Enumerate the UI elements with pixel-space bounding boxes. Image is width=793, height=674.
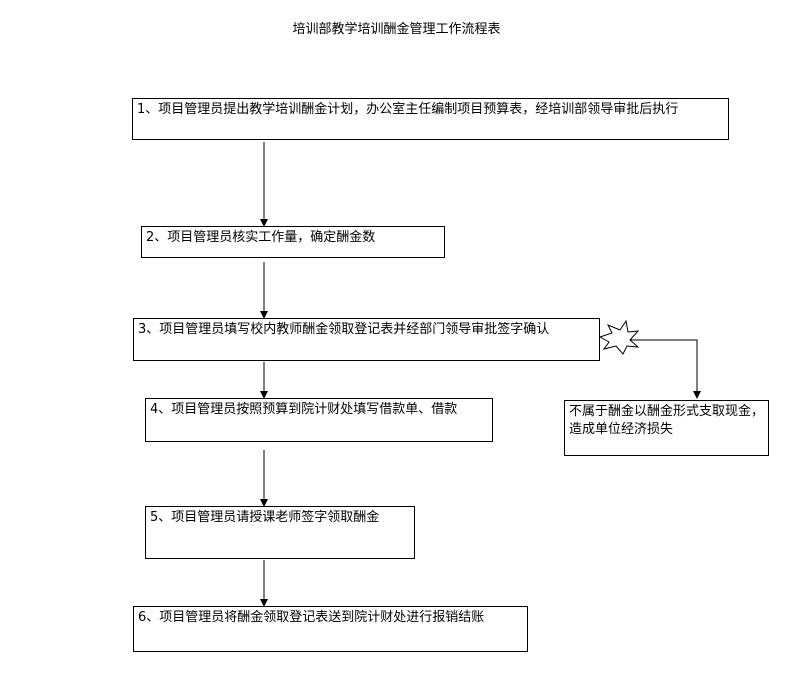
warning-burst-icon <box>598 319 640 355</box>
step-1-text: 1、项目管理员提出教学培训酬金计划，办公室主任编制项目预算表，经培训部领导审批后… <box>137 102 679 117</box>
step-4-box: 4、项目管理员按照预算到院计财处填写借款单、借款 <box>145 398 493 442</box>
step-4-text: 4、项目管理员按照预算到院计财处填写借款单、借款 <box>150 402 458 417</box>
page-title: 培训部教学培训酬金管理工作流程表 <box>292 22 501 37</box>
warning-box: 不属于酬金以酬金形式支取现金，造成单位经济损失 <box>564 400 769 456</box>
step-2-text: 2、项目管理员核实工作量，确定酬金数 <box>146 230 376 245</box>
warning-text: 不属于酬金以酬金形式支取现金，造成单位经济损失 <box>569 404 765 437</box>
arrow-3-to-warning <box>630 339 701 399</box>
step-5-text: 5、项目管理员请授课老师签字领取酬金 <box>150 510 380 525</box>
step-5-box: 5、项目管理员请授课老师签字领取酬金 <box>145 506 415 559</box>
step-1-box: 1、项目管理员提出教学培训酬金计划，办公室主任编制项目预算表，经培训部领导审批后… <box>132 98 729 140</box>
step-6-text: 6、项目管理员将酬金领取登记表送到院计财处进行报销结账 <box>138 610 485 625</box>
step-2-box: 2、项目管理员核实工作量，确定酬金数 <box>141 226 445 258</box>
step-3-box: 3、项目管理员填写校内教师酬金领取登记表并经部门领导审批签字确认 <box>133 318 600 361</box>
step-6-box: 6、项目管理员将酬金领取登记表送到院计财处进行报销结账 <box>133 606 528 652</box>
step-3-text: 3、项目管理员填写校内教师酬金领取登记表并经部门领导审批签字确认 <box>138 322 550 337</box>
